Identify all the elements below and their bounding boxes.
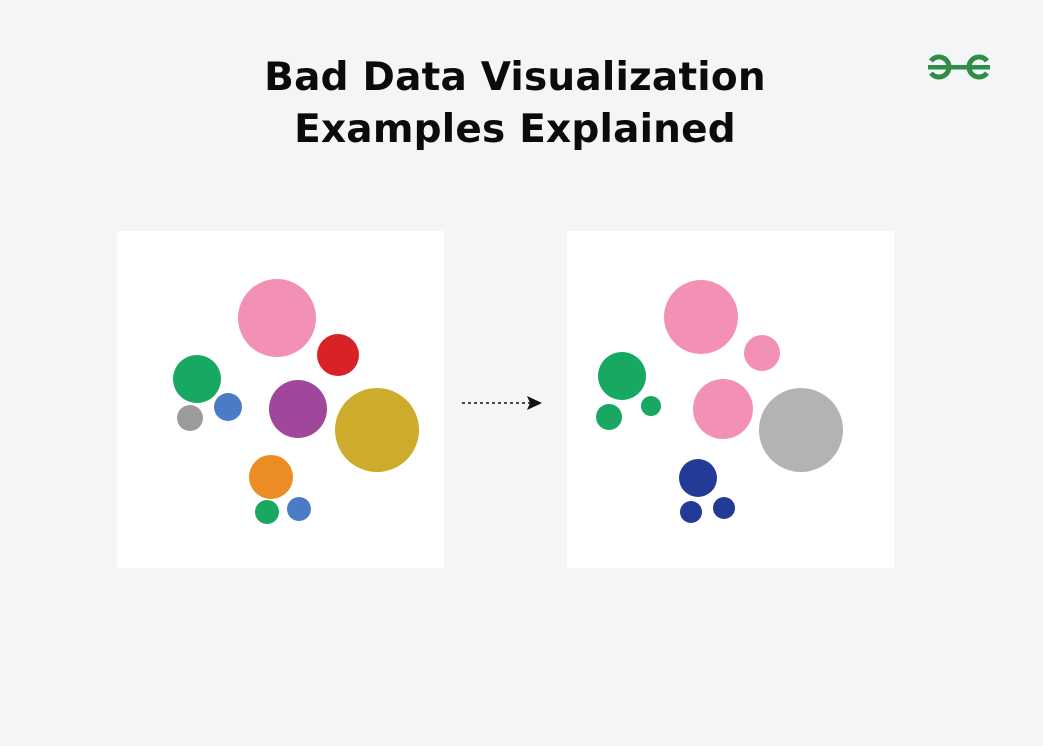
after-bubble-pink [744, 335, 780, 371]
after-bubble-navy [680, 501, 702, 523]
after-bubble-green [598, 352, 646, 400]
before-bubble-pink [238, 279, 316, 357]
before-bubble-green [255, 500, 279, 524]
before-bubble-blue [214, 393, 242, 421]
title-line-2: Examples Explained [294, 107, 736, 152]
after-bubble-pink [693, 379, 753, 439]
before-bubble-gold [335, 388, 419, 472]
before-bubble-gray [177, 405, 203, 431]
after-bubble-pink [664, 280, 738, 354]
before-bubble-purple [269, 380, 327, 438]
before-bubble-blue [287, 497, 311, 521]
after-bubble-green [641, 396, 661, 416]
page-title: Bad Data Visualization Examples Explaine… [0, 52, 1030, 156]
after-bubble-light_gray [759, 388, 843, 472]
title-line-1: Bad Data Visualization [264, 55, 766, 100]
gfg-logo-icon [928, 54, 990, 80]
before-bubbles [173, 279, 419, 524]
before-bubble-green [173, 355, 221, 403]
arrow-head-icon [527, 396, 542, 410]
before-bubble-orange [249, 455, 293, 499]
after-bubble-navy [679, 459, 717, 497]
before-bubble-red [317, 334, 359, 376]
after-bubble-green [596, 404, 622, 430]
transition-arrow [462, 396, 542, 410]
after-bubble-navy [713, 497, 735, 519]
after-bubbles [596, 280, 843, 523]
